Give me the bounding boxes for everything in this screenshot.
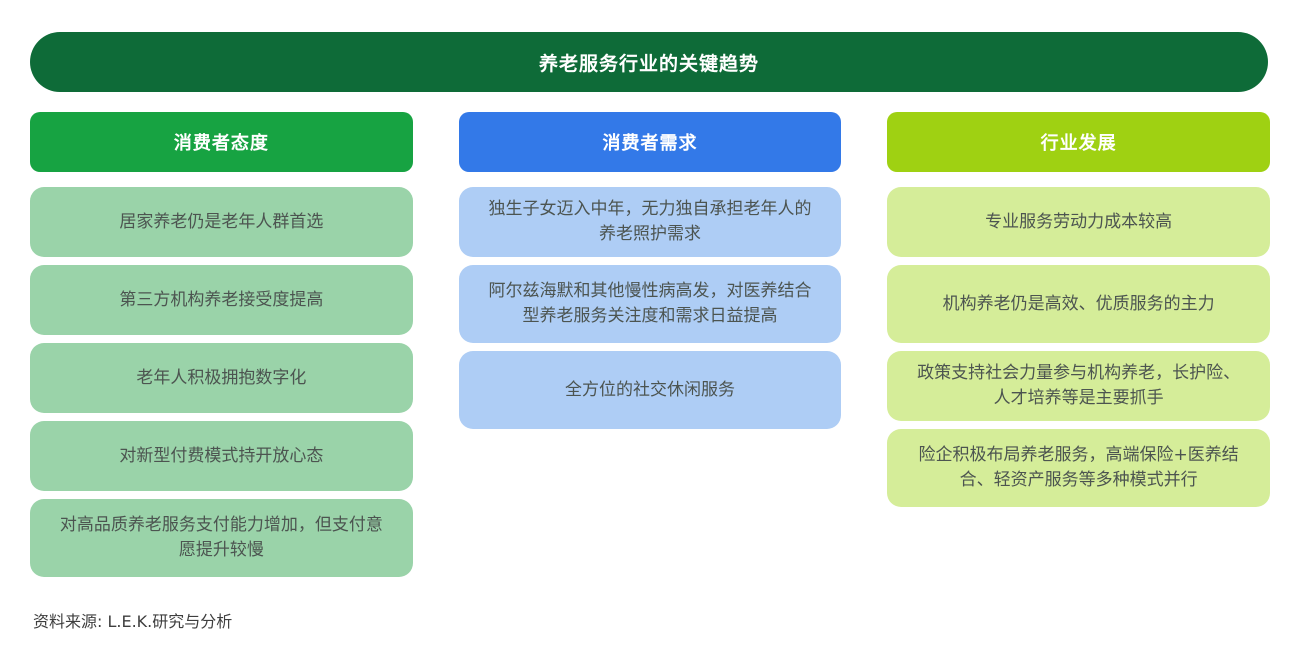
column-consumer-attitude: 消费者态度 居家养老仍是老年人群首选 第三方机构养老接受度提高 老年人积极拥抱数… — [30, 112, 413, 577]
trend-item: 对新型付费模式持开放心态 — [30, 421, 413, 491]
trend-item: 政策支持社会力量参与机构养老，长护险、人才培养等是主要抓手 — [887, 351, 1271, 421]
column-header-consumer-demand: 消费者需求 — [458, 112, 842, 172]
column-consumer-demand: 消费者需求 独生子女迈入中年，无力独自承担老年人的养老照护需求 阿尔兹海默和其他… — [458, 112, 842, 577]
column-industry-development: 行业发展 专业服务劳动力成本较高 机构养老仍是高效、优质服务的主力 政策支持社会… — [887, 112, 1271, 577]
source-note: 资料来源: L.E.K.研究与分析 — [33, 612, 233, 631]
trend-item: 阿尔兹海默和其他慢性病高发，对医养结合型养老服务关注度和需求日益提高 — [458, 265, 842, 343]
trend-item: 专业服务劳动力成本较高 — [887, 187, 1271, 257]
trend-item: 机构养老仍是高效、优质服务的主力 — [887, 265, 1271, 343]
trend-columns: 消费者态度 居家养老仍是老年人群首选 第三方机构养老接受度提高 老年人积极拥抱数… — [30, 112, 1271, 577]
page-title: 养老服务行业的关键趋势 — [538, 52, 759, 75]
trend-item: 独生子女迈入中年，无力独自承担老年人的养老照护需求 — [458, 187, 842, 257]
trend-item: 全方位的社交休闲服务 — [458, 351, 842, 429]
trend-item: 对高品质养老服务支付能力增加，但支付意愿提升较慢 — [30, 499, 413, 577]
column-header-consumer-attitude: 消费者态度 — [30, 112, 413, 172]
trend-item: 第三方机构养老接受度提高 — [30, 265, 413, 335]
title-banner: 养老服务行业的关键趋势 — [30, 32, 1268, 92]
trend-item: 老年人积极拥抱数字化 — [30, 343, 413, 413]
trend-item: 居家养老仍是老年人群首选 — [30, 187, 413, 257]
column-header-industry-development: 行业发展 — [887, 112, 1271, 172]
trend-item: 险企积极布局养老服务，高端保险+医养结合、轻资产服务等多种模式并行 — [887, 429, 1271, 507]
